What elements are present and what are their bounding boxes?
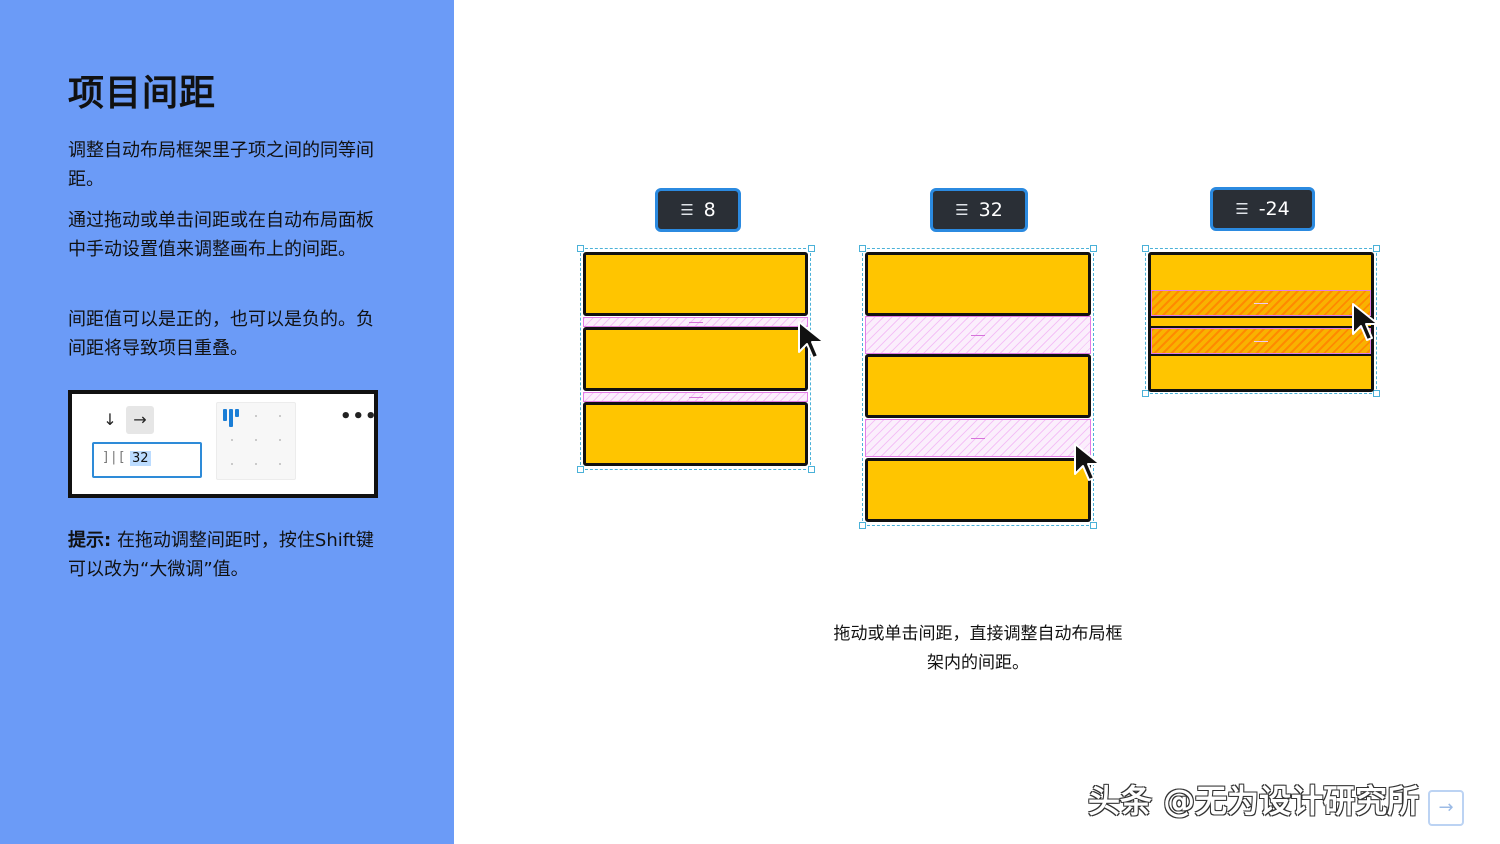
auto-layout-frame[interactable] (580, 248, 811, 470)
tip-body: 在拖动调整间距时，按住Shift键可以改为“大微调”值。 (68, 530, 374, 580)
description-paragraph-1: 调整自动布局框架里子项之间的同等间距。 (68, 140, 374, 190)
resize-handle[interactable] (577, 466, 584, 473)
resize-handle[interactable] (808, 466, 815, 473)
spacing-gap-handle[interactable] (865, 316, 1091, 354)
item-border (1151, 354, 1371, 356)
auto-layout-panel: ↓ → ]|[ 32 ••• (68, 390, 378, 498)
alignment-grid[interactable] (216, 402, 296, 480)
alignment-dot[interactable] (279, 415, 281, 417)
spacing-gap-handle[interactable] (583, 317, 808, 327)
layout-item[interactable] (583, 327, 808, 391)
spacing-badge-8: ☰ 8 (655, 188, 741, 232)
item-border (1151, 326, 1371, 328)
alignment-bar (223, 409, 227, 421)
resize-handle[interactable] (1142, 390, 1149, 397)
spacing-badge-32: ☰ 32 (930, 188, 1028, 232)
spacing-vertical-icon: ☰ (955, 201, 969, 219)
spacing-value[interactable]: 32 (130, 451, 151, 466)
layout-item[interactable] (865, 252, 1091, 316)
resize-handle[interactable] (808, 245, 815, 252)
resize-handle[interactable] (577, 245, 584, 252)
alignment-dot[interactable] (231, 439, 233, 441)
alignment-dot[interactable] (255, 439, 257, 441)
tip-label: 提示: (68, 530, 112, 551)
tip-text: 提示: 在拖动调整间距时，按住Shift键可以改为“大微调”值。 (68, 526, 378, 584)
spacing-badge-value: 8 (703, 199, 716, 221)
layout-item[interactable] (865, 458, 1091, 522)
alignment-bar (235, 409, 239, 417)
spacing-vertical-icon: ☰ (680, 201, 694, 219)
spacing-vertical-icon: ☰ (1235, 200, 1249, 218)
resize-handle[interactable] (1090, 245, 1097, 252)
mouse-pointer-icon (798, 321, 825, 359)
caption-line-1: 拖动或单击间距，直接调整自动布局框 (833, 624, 1123, 644)
direction-vertical-button[interactable]: ↓ (103, 410, 117, 429)
alignment-dot[interactable] (279, 463, 281, 465)
direction-horizontal-button[interactable]: → (126, 406, 154, 434)
alignment-dot[interactable] (255, 415, 257, 417)
resize-handle[interactable] (859, 522, 866, 529)
spacing-gap-handle[interactable] (865, 419, 1091, 457)
resize-handle[interactable] (859, 245, 866, 252)
alignment-dot[interactable] (231, 463, 233, 465)
negative-spacing-overlap[interactable] (1151, 290, 1371, 316)
spacing-input[interactable]: ]|[ 32 (92, 442, 202, 478)
resize-handle[interactable] (1142, 245, 1149, 252)
spacing-badge-value: -24 (1258, 198, 1290, 220)
mouse-pointer-icon (1074, 443, 1101, 481)
alignment-bar (229, 409, 233, 427)
resize-handle[interactable] (1373, 390, 1380, 397)
spacing-gap-handle[interactable] (583, 392, 808, 402)
layout-item[interactable] (865, 354, 1091, 418)
resize-handle[interactable] (1373, 245, 1380, 252)
auto-layout-frame[interactable] (1145, 248, 1377, 394)
spacing-badge-negative-24: ☰ -24 (1210, 187, 1315, 231)
info-sidebar: 项目间距 调整自动布局框架里子项之间的同等间距。 通过拖动或单击间距或在自动布局… (0, 0, 454, 844)
auto-layout-frame[interactable] (862, 248, 1094, 526)
caption-line-2: 架内的间距。 (927, 653, 1029, 673)
spacing-icon: ]|[ (102, 450, 126, 465)
alignment-dot[interactable] (279, 439, 281, 441)
more-options-icon[interactable]: ••• (340, 406, 378, 427)
resize-handle[interactable] (1090, 522, 1097, 529)
watermark: 头条 @无为设计研究所 (1088, 782, 1420, 820)
negative-spacing-overlap[interactable] (1151, 328, 1371, 354)
mouse-pointer-icon (1352, 303, 1379, 341)
layout-item[interactable] (583, 402, 808, 466)
item-border (1151, 316, 1371, 318)
description-paragraph-3: 间距值可以是正的，也可以是负的。负间距将导致项目重叠。 (68, 309, 374, 359)
layout-item-stack[interactable] (1148, 252, 1374, 392)
caption: 拖动或单击间距，直接调整自动布局框 架内的间距。 (778, 620, 1178, 678)
layout-item[interactable] (583, 252, 808, 316)
spacing-badge-value: 32 (978, 199, 1003, 221)
description-paragraph-2: 通过拖动或单击间距或在自动布局面板中手动设置值来调整画布上的间距。 (68, 210, 374, 260)
alignment-dot[interactable] (255, 463, 257, 465)
next-arrow-icon: → (1428, 790, 1464, 826)
page-title: 项目间距 (68, 73, 217, 114)
